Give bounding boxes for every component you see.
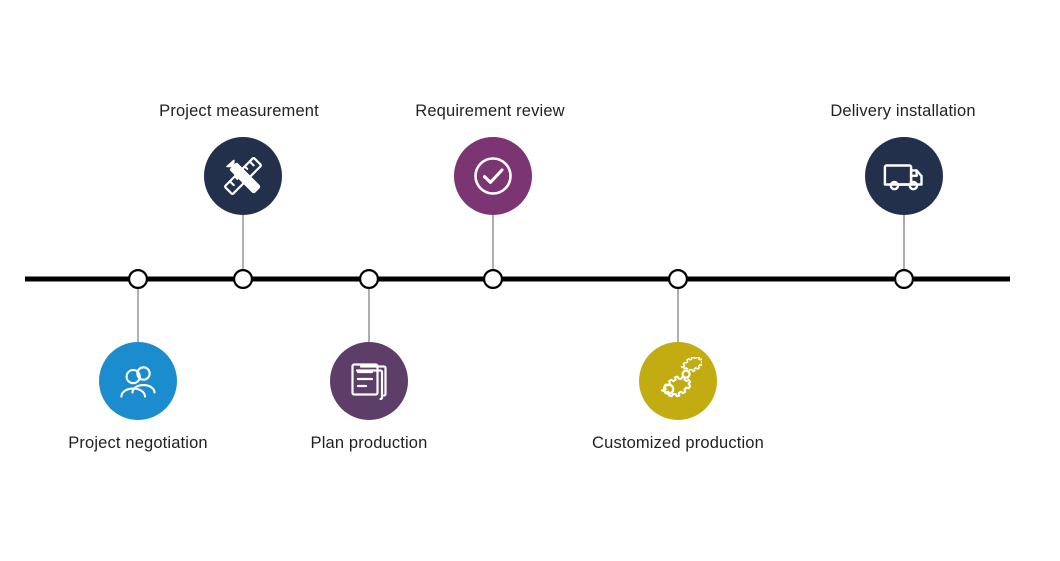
step-label-plan-production: Plan production	[310, 434, 428, 452]
node-marker-project-negotiation[interactable]	[128, 269, 149, 290]
node-marker-delivery-installation[interactable]	[893, 269, 914, 290]
step-label-customized-production: Customized production	[592, 434, 764, 452]
delivery-truck-icon	[883, 164, 923, 191]
ruler-pencil-icon	[224, 157, 262, 195]
step-label-project-measurement: Project measurement	[159, 102, 319, 120]
step-label-requirement-review: Requirement review	[415, 102, 565, 120]
step-icon-delivery-installation[interactable]	[865, 137, 943, 215]
gears-icon	[660, 357, 702, 398]
step-icon-project-measurement[interactable]	[204, 137, 282, 215]
node-marker-requirement-review[interactable]	[483, 269, 504, 290]
connector-lines	[137, 215, 905, 342]
step-label-delivery-installation: Delivery installation	[830, 102, 976, 120]
node-marker-project-measurement[interactable]	[233, 269, 254, 290]
check-circle-icon	[474, 157, 512, 195]
step-icon-plan-production[interactable]	[330, 342, 408, 420]
timeline-node-markers	[128, 269, 914, 290]
step-icon-project-negotiation[interactable]	[99, 342, 177, 420]
documents-icon	[351, 363, 387, 401]
step-icon-customized-production[interactable]	[639, 342, 717, 420]
step-icon-requirement-review[interactable]	[454, 137, 532, 215]
step-label-project-negotiation: Project negotiation	[68, 434, 208, 452]
node-marker-customized-production[interactable]	[667, 269, 688, 290]
node-marker-plan-production[interactable]	[359, 269, 380, 290]
users-group-icon	[120, 366, 156, 398]
